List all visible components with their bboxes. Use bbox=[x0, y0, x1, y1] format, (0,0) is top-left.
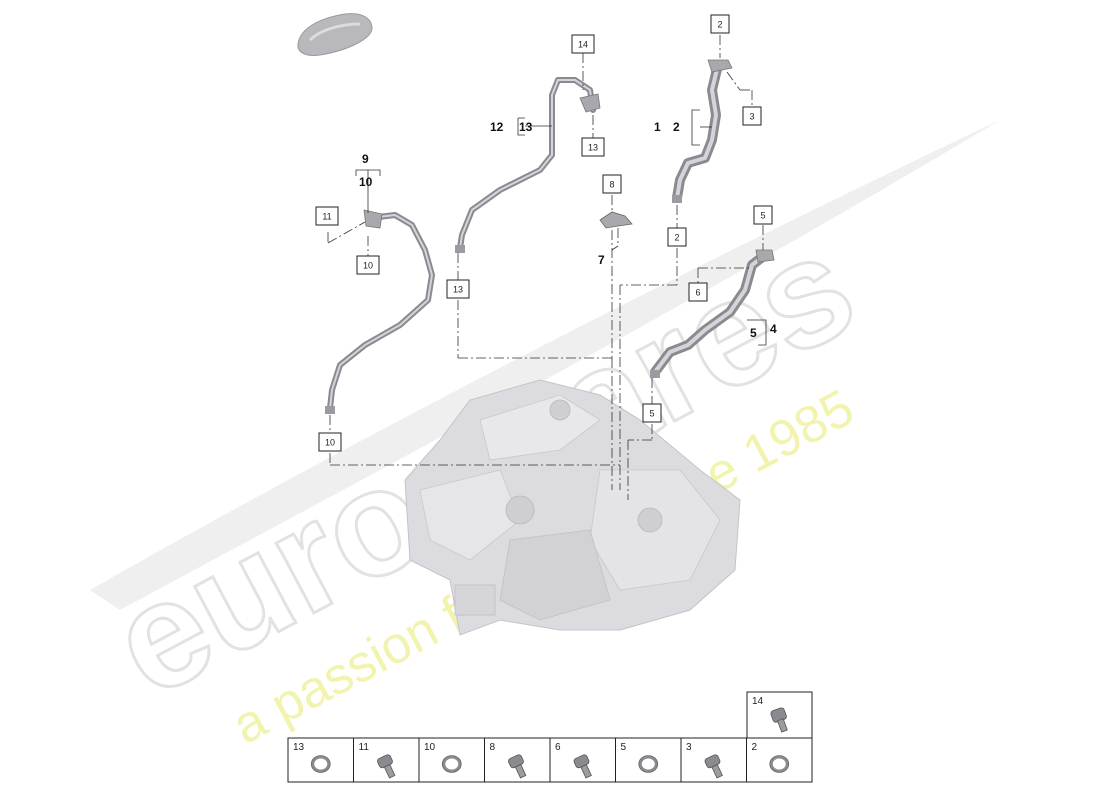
svg-text:14: 14 bbox=[752, 696, 764, 707]
parts-table-cell-label: 11 bbox=[359, 742, 370, 753]
engine-block bbox=[404, 379, 741, 636]
svg-text:10: 10 bbox=[363, 261, 373, 271]
callout-bold-2: 2 bbox=[673, 120, 680, 134]
parts-table-cell: 10 bbox=[418, 737, 485, 783]
callout-box-13-mid: 13 bbox=[446, 279, 470, 299]
leader-lines bbox=[327, 35, 767, 500]
callouts: 2 3 1 2 14 12 13 13 9 10 11 10 8 bbox=[315, 14, 777, 452]
callout-box-8: 8 bbox=[602, 174, 622, 194]
watermark-swoosh bbox=[90, 120, 1000, 610]
bolt-icon bbox=[377, 754, 396, 779]
parts-table-cell: 13 bbox=[287, 737, 354, 783]
washer-icon bbox=[638, 755, 659, 773]
svg-text:8: 8 bbox=[609, 180, 614, 190]
pipe-part-1 bbox=[672, 59, 733, 203]
svg-text:14: 14 bbox=[578, 40, 588, 50]
callout-bold-9: 9 bbox=[362, 152, 369, 166]
svg-text:5: 5 bbox=[649, 409, 654, 419]
parts-table-cell: 11 bbox=[353, 737, 420, 783]
callout-box-10-mid: 10 bbox=[356, 255, 380, 275]
pipe-part-9 bbox=[325, 209, 435, 414]
callout-box-14: 14 bbox=[571, 34, 595, 54]
callout-box-2-top: 2 bbox=[710, 14, 730, 34]
parts-table-row: 13 11 10 8 6 5 3 2 bbox=[287, 737, 813, 783]
callout-bold-4: 4 bbox=[770, 322, 777, 336]
parts-table-cell-label: 5 bbox=[621, 742, 627, 753]
washer-icon bbox=[310, 755, 331, 773]
svg-text:13: 13 bbox=[588, 143, 598, 153]
parts-table-top-cell: 14 bbox=[746, 691, 813, 739]
parts-table-cell: 6 bbox=[549, 737, 616, 783]
callout-bold-12: 12 bbox=[490, 120, 504, 134]
bolt-icon bbox=[770, 707, 788, 733]
svg-text:2: 2 bbox=[674, 233, 679, 243]
bolt-icon bbox=[573, 754, 592, 779]
parts-table-cell-label: 3 bbox=[686, 742, 692, 753]
washer-icon bbox=[769, 755, 790, 773]
callout-box-5-top: 5 bbox=[753, 205, 773, 225]
callout-bold-13: 13 bbox=[519, 120, 533, 134]
svg-text:2: 2 bbox=[717, 20, 722, 30]
parts-table-cell-label: 13 bbox=[293, 742, 305, 753]
parts-table-cell: 5 bbox=[615, 737, 682, 783]
svg-text:3: 3 bbox=[749, 112, 754, 122]
pipe-part-12 bbox=[455, 77, 601, 253]
bolt-icon bbox=[704, 754, 723, 779]
callout-bold-5: 5 bbox=[750, 326, 757, 340]
washer-icon bbox=[441, 755, 462, 773]
svg-text:10: 10 bbox=[325, 438, 335, 448]
callout-box-11: 11 bbox=[315, 206, 339, 226]
callout-box-3: 3 bbox=[742, 106, 762, 126]
callout-box-2-mid: 2 bbox=[667, 227, 687, 247]
callout-box-6: 6 bbox=[688, 282, 708, 302]
callout-box-5-bottom: 5 bbox=[642, 403, 662, 423]
bolt-icon bbox=[508, 754, 527, 779]
car-silhouette-icon bbox=[297, 13, 373, 56]
callout-box-13-top: 13 bbox=[581, 137, 605, 157]
callout-bold-7: 7 bbox=[598, 253, 605, 267]
parts-table-cell-label: 6 bbox=[555, 742, 561, 753]
parts-table-cell-label: 10 bbox=[424, 742, 436, 753]
callout-bold-1: 1 bbox=[654, 120, 661, 134]
parts-table: 14 13 11 10 8 6 5 3 2 bbox=[287, 691, 813, 783]
callout-bold-10: 10 bbox=[359, 175, 373, 189]
svg-text:11: 11 bbox=[322, 212, 331, 222]
svg-text:6: 6 bbox=[695, 288, 700, 298]
parts-table-cell: 2 bbox=[746, 737, 813, 783]
pipe-part-4 bbox=[650, 249, 775, 378]
parts-table-cell-label: 2 bbox=[752, 742, 758, 753]
parts-table-cell-label: 8 bbox=[490, 742, 496, 753]
parts-table-cell: 3 bbox=[680, 737, 747, 783]
callout-box-10-bottom: 10 bbox=[318, 432, 342, 452]
svg-text:13: 13 bbox=[453, 285, 463, 295]
svg-text:5: 5 bbox=[760, 211, 765, 221]
parts-table-cell: 8 bbox=[484, 737, 551, 783]
bracket-part-7 bbox=[599, 211, 633, 229]
